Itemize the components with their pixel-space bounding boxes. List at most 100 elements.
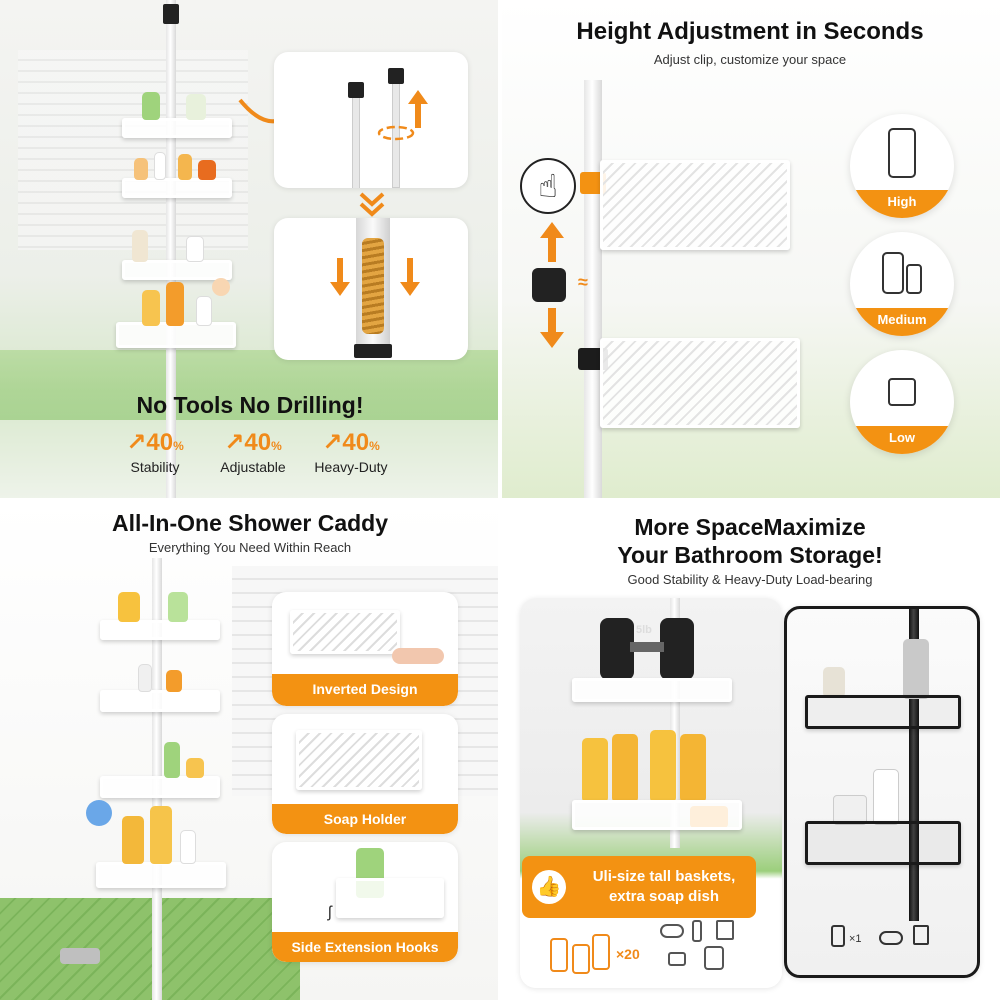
promo-line-2: extra soap dish [608,888,720,905]
dumbbell-weight [660,618,694,680]
bottle [186,94,206,120]
caddy-pole [166,0,176,500]
bottle [582,738,608,802]
caddy-shelf-1 [572,678,732,702]
pump-bottle-icon [572,944,590,974]
divider-horizontal [0,498,1000,502]
bottle [134,158,148,180]
panel-title: All-In-One Shower Caddy [111,510,389,536]
dumbbell-weight [600,618,634,680]
arrow-down-icon [400,258,420,296]
feature-label: Inverted Design [272,674,458,706]
caddy-shelf-1 [122,118,232,138]
faucet [60,948,100,964]
bottle [178,154,192,180]
bottle [118,592,140,622]
feature-card-soap: Soap Holder [272,714,458,834]
card-white-caddy: 5lb 👍 Uli-size tall baskets, extra soap … [520,598,782,988]
cup-icon [716,920,734,940]
panel-subtitle: Adjust clip, customize your space [653,52,847,67]
arrow-down-icon [540,308,564,348]
bottle [873,769,899,825]
feature-card-hooks: ʃ Side Extension Hooks [272,842,458,962]
sponge-icon [660,924,684,938]
dumbbell-label: 5lb [636,624,652,636]
loofah [212,278,230,296]
sponge-icon [879,931,903,945]
green-tile-wall [0,350,500,420]
pump-bottle-icon [831,925,845,947]
bottle [823,667,845,697]
caddy-shelf-2 [122,178,232,198]
soap-basket [296,730,422,790]
caddy-shelf-3 [100,776,220,798]
pump-bottle-icon [704,946,724,970]
green-tile-wall [0,898,300,1000]
stat-label: Heavy-Duty [314,459,388,475]
feature-label: Soap Holder [272,804,458,834]
black-basket-lower [805,821,961,865]
level-low: Low [850,350,954,454]
vibration-icon: ≈ [578,272,588,292]
stat-value: ↗40% [322,429,380,456]
jar-icon [668,952,686,966]
side-basket [336,878,444,918]
caddy-pole [670,598,680,848]
pole-base [354,344,392,358]
panel-all-in-one: All-In-One Shower Caddy Everything You N… [0,500,500,1000]
panel-height-adjustment: Height Adjustment in Seconds Adjust clip… [500,0,1000,500]
title-line-1: More SpaceMaximize [634,514,866,540]
pole-tip [388,68,404,84]
caddy-pole [909,609,919,921]
stat-label: Adjustable [220,459,286,475]
level-medium: Medium [850,232,954,336]
feature-label: Side Extension Hooks [272,932,458,962]
bottle [196,296,212,326]
bottle [186,758,204,778]
orange-clip [580,172,606,194]
pole-segment [352,90,360,188]
promo-banner: 👍 Uli-size tall baskets, extra soap dish [522,856,756,918]
panel-no-tools: No Tools No Drilling! ↗40% Stability ↗40… [0,0,500,500]
caddy-shelf-1 [100,620,220,640]
bottle [122,816,144,864]
chevron-down-icon [359,192,385,217]
bottle [142,92,160,120]
pump-bottle-icon [550,938,568,972]
bottle [154,152,166,180]
promo-line-1: Uli-size tall baskets, [592,868,736,885]
title-line-2: Your Bathroom Storage! [617,542,883,568]
bottles-icon [882,252,904,294]
hand [392,648,444,664]
jar-icon [888,378,916,406]
bottle [166,282,184,326]
trend-up-icon: ↗ [322,429,343,456]
panel-title: More SpaceMaximize Your Bathroom Storage… [500,513,1000,569]
caddy-shelf-4 [96,862,226,888]
feature-card-inverted: Inverted Design [272,592,458,706]
thumbs-up-icon: 👍 [532,870,566,904]
black-basket-upper [805,695,961,729]
trend-up-icon: ↗ [126,429,147,456]
dumbbell-handle [630,642,664,652]
panel-subtitle: Everything You Need Within Reach [148,540,352,555]
panel-more-space: More SpaceMaximize Your Bathroom Storage… [500,500,1000,1000]
stat-label: Stability [130,459,180,475]
dumbbell: 5lb [600,612,694,686]
bottle [132,230,148,262]
count-right: ×1 [849,933,862,945]
panel-title: Height Adjustment in Seconds [576,18,924,45]
stat-stability: ↗40% Stability [100,428,210,475]
tube-icon [906,264,922,294]
level-label: High [850,190,954,218]
caddy-shelf-2 [100,690,220,712]
pump-bottle-icon [592,934,610,970]
bottle [180,830,196,864]
bottle [680,734,706,802]
arrow-up-icon [408,90,428,128]
pole-tip [348,82,364,98]
pump-bottles-icon [550,930,612,974]
bottle [150,806,172,864]
bottle [138,664,152,692]
bottle [168,592,188,622]
